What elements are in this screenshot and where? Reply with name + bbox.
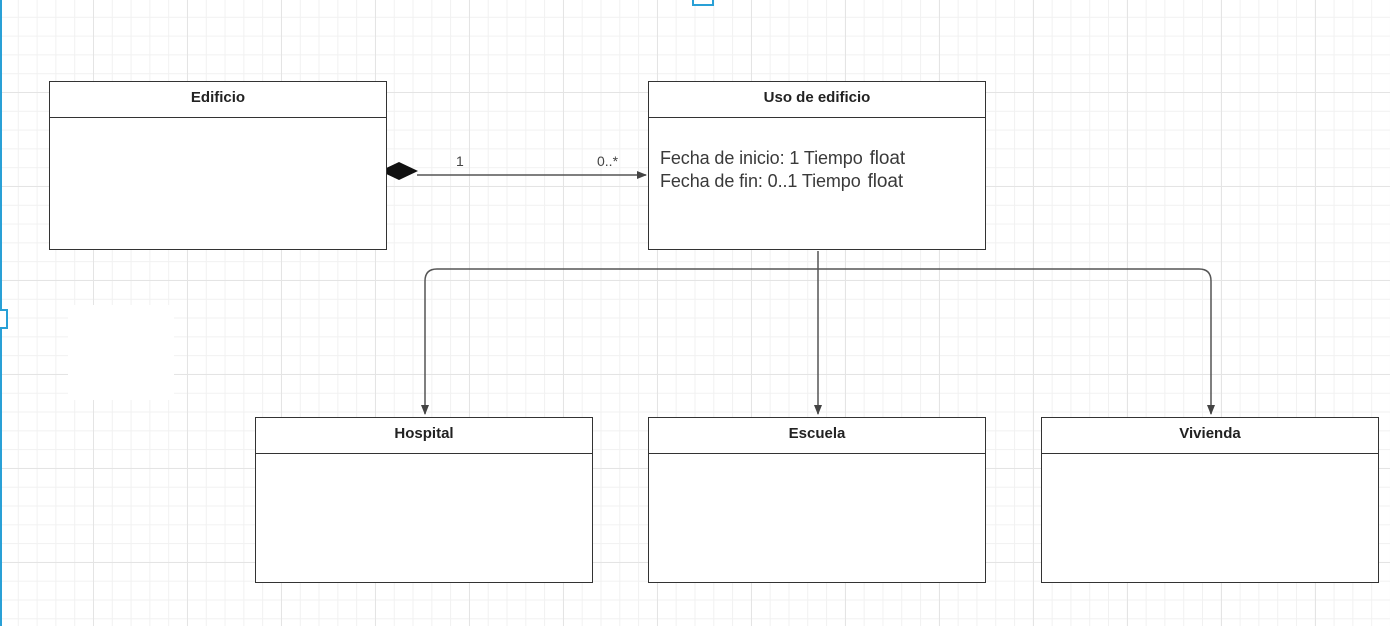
class-name: Uso de edificio (649, 82, 985, 118)
attribute-text: Fecha de inicio: 1 Tiempo (660, 148, 863, 168)
class-name: Escuela (649, 418, 985, 454)
attribute-fecha-fin[interactable]: Fecha de fin: 0..1 Tiempo float (660, 171, 903, 193)
attribute-type: float (867, 171, 904, 192)
composition-diamond-icon (380, 162, 418, 180)
generalization-line-vivienda[interactable] (818, 268, 1215, 415)
source-multiplicity-label: 1 (456, 153, 464, 169)
resize-handle-top[interactable] (692, 0, 714, 6)
attribute-text: Fecha de fin: 0..1 Tiempo (660, 171, 861, 191)
resize-handle-left[interactable] (0, 309, 8, 329)
generalization-line-hospital[interactable] (421, 268, 818, 415)
attribute-type: float (869, 148, 906, 169)
class-name: Edificio (50, 82, 386, 118)
blank-area (68, 305, 174, 400)
class-escuela[interactable]: Escuela (648, 417, 986, 583)
class-edificio[interactable]: Edificio (49, 81, 387, 250)
class-vivienda[interactable]: Vivienda (1041, 417, 1379, 583)
class-uso-de-edificio[interactable]: Uso de edificio Fecha de inicio: 1 Tiemp… (648, 81, 986, 250)
class-name: Vivienda (1042, 418, 1378, 454)
class-name: Hospital (256, 418, 592, 454)
class-hospital[interactable]: Hospital (255, 417, 593, 583)
target-multiplicity-label: 0..* (597, 153, 619, 169)
attribute-fecha-inicio[interactable]: Fecha de inicio: 1 Tiempo float (660, 148, 905, 170)
